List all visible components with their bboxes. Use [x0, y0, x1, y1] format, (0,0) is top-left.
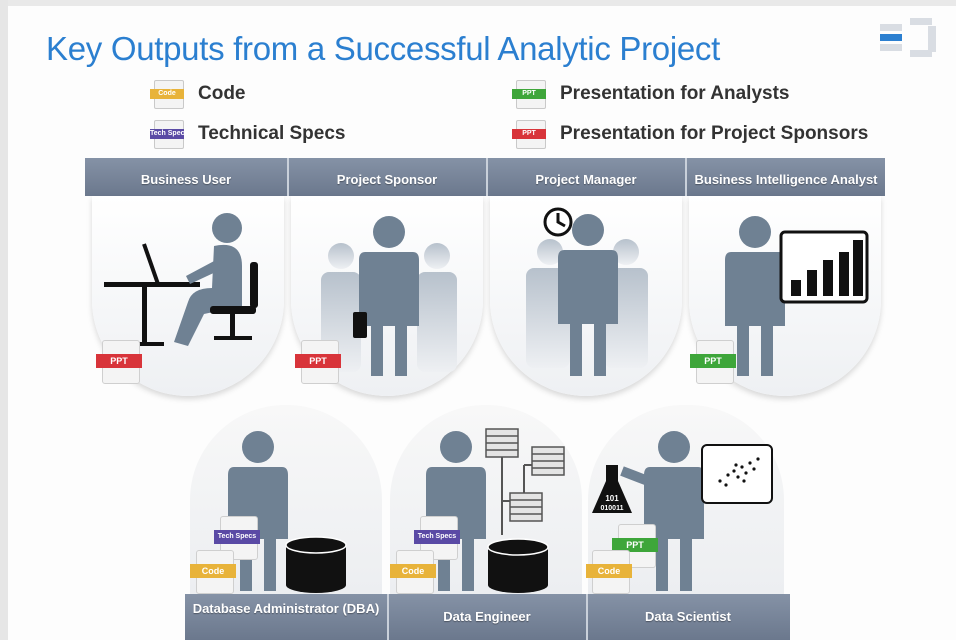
clock-icon	[543, 207, 573, 237]
legend-ppt-analysts-label: Presentation for Analysts	[560, 83, 790, 104]
role-project-sponsor: Project Sponsor	[336, 172, 438, 187]
legend-tech-specs: Tech Specs Technical Specs	[150, 120, 346, 149]
legend-ppt-sponsors-label: Presentation for Project Sponsors	[560, 123, 869, 144]
top-rule	[0, 0, 956, 6]
role-data-engineer: Data Engineer	[443, 609, 531, 624]
legend-ppt-sponsors: PPT Presentation for Project Sponsors	[512, 120, 869, 149]
code-badge-dba: Code	[190, 550, 236, 594]
data-scientist-figure-icon: 101 010011	[592, 431, 773, 591]
legend-tech-specs-label: Technical Specs	[198, 123, 346, 144]
server-stack-icon	[485, 428, 565, 522]
ppt-badge-business-user: PPT	[96, 340, 142, 384]
code-doc-icon: Code	[150, 80, 184, 109]
dba-figure-icon	[228, 431, 347, 593]
role-bi-analyst: Business Intelligence Analyst	[694, 172, 878, 187]
desk-user-figure-icon	[104, 213, 258, 346]
manager-figure-icon	[526, 207, 648, 376]
ppt-badge-project-sponsor: PPT	[295, 340, 341, 384]
ppt-red-doc-icon: PPT	[512, 120, 546, 149]
database-icon	[487, 538, 549, 593]
logo-icon	[880, 18, 936, 57]
code-badge-data-engineer: Code	[390, 550, 436, 594]
legend-code: Code Code	[150, 80, 246, 109]
ppt-green-doc-icon: PPT	[512, 80, 546, 109]
ppt-badge-bi-analyst: PPT	[690, 340, 736, 384]
legend-code-label: Code	[198, 83, 246, 104]
legend-ppt-analysts: PPT Presentation for Analysts	[512, 80, 790, 109]
role-business-user: Business User	[140, 172, 232, 187]
role-dba: Database Administrator (DBA)	[192, 601, 380, 616]
slide-title: Key Outputs from a Successful Analytic P…	[46, 30, 720, 67]
svg-text:010011: 010011	[601, 505, 624, 512]
bi-analyst-figure-icon	[725, 216, 869, 376]
role-project-manager: Project Manager	[535, 172, 637, 187]
svg-text:101: 101	[605, 494, 619, 503]
bar-chart-board-icon	[779, 230, 869, 304]
database-icon	[285, 536, 347, 593]
top-role-band	[85, 158, 885, 196]
scatter-board-icon	[701, 444, 773, 504]
tech-specs-doc-icon: Tech Specs	[150, 120, 188, 149]
bottom-role-band	[185, 594, 790, 640]
left-rule	[0, 0, 8, 640]
code-badge-data-scientist: Code	[586, 550, 632, 594]
tech-specs-badge-data-engineer: Tech Specs	[414, 516, 460, 560]
flask-icon	[592, 465, 632, 513]
role-data-scientist: Data Scientist	[645, 609, 731, 624]
